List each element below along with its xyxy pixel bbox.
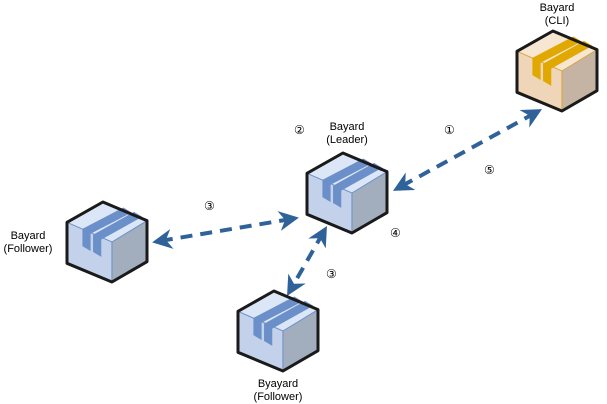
node-label-leader: Bayard (Leader)	[315, 121, 379, 147]
node-role: (Follower)	[3, 243, 53, 255]
step-marker-2: ②	[294, 123, 305, 137]
box-tape	[93, 211, 143, 257]
step-marker-5: ⑤	[484, 163, 495, 177]
node-title: Byayard	[257, 378, 299, 390]
step-marker-3-left: ③	[204, 199, 215, 213]
node-box-follower-bottom	[236, 289, 320, 373]
step-marker-4: ④	[390, 226, 401, 240]
node-role: (Leader)	[326, 134, 368, 146]
box-tape	[333, 162, 383, 208]
box-tape	[532, 36, 582, 81]
edge-cli-leader	[392, 109, 543, 191]
box-tape	[82, 207, 132, 252]
box-tape	[322, 158, 372, 203]
node-role: (CLI)	[544, 15, 570, 27]
node-role: (Follower)	[253, 391, 303, 403]
edge-leader-follower-left	[152, 211, 299, 249]
box-outline	[515, 29, 599, 113]
box-tape	[253, 296, 303, 341]
node-label-cli: Bayard (CLI)	[527, 2, 587, 28]
node-title: Bayard	[10, 230, 46, 242]
node-label-follower-bottom: Byayard (Follower)	[248, 378, 308, 404]
node-box-follower-left	[65, 200, 149, 284]
box-outline	[236, 289, 320, 373]
box-tape	[264, 300, 314, 346]
step-marker-3-bottom: ③	[326, 267, 337, 281]
node-box-leader	[305, 151, 389, 235]
step-marker-1: ①	[444, 123, 455, 137]
box-outline	[65, 200, 149, 284]
box-tape	[543, 40, 593, 86]
box-outline	[305, 151, 389, 235]
node-box-cli	[515, 29, 599, 113]
node-title: Bayard	[329, 121, 365, 133]
node-label-follower-left: Bayard (Follower)	[0, 230, 56, 256]
node-title: Bayard	[539, 2, 575, 14]
edge-leader-follower-bottom	[287, 226, 327, 296]
